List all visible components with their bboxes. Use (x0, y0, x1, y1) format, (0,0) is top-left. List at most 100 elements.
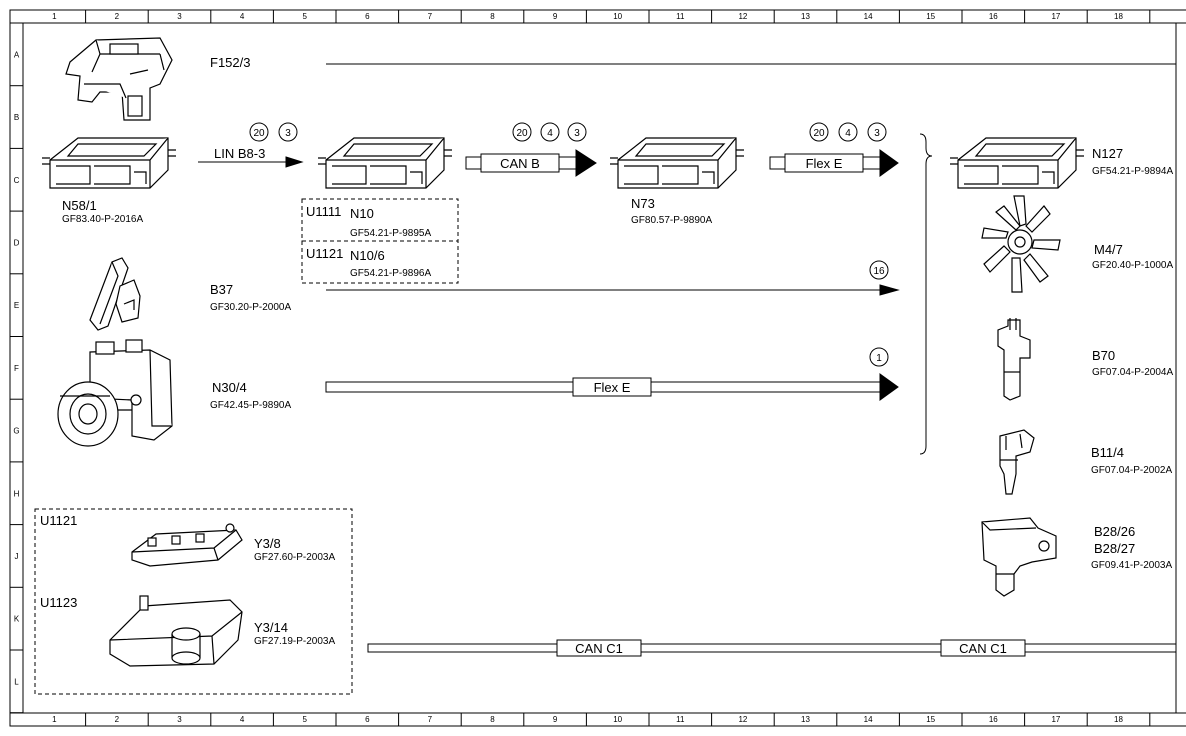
grid-column-label: 14 (864, 715, 873, 724)
label-n58-1: N58/1 (62, 198, 97, 213)
label-can-c1-b: CAN C1 (959, 641, 1007, 656)
grid-column-label: 18 (1114, 715, 1123, 724)
label-n10-6: N10/6 (350, 248, 385, 263)
grid-column-label: 5 (302, 715, 307, 724)
grid-row-label: L (14, 677, 19, 686)
ref-circle-16: 16 (873, 266, 885, 277)
label-m4-7: M4/7 (1094, 242, 1123, 257)
label-flex-e-mid: Flex E (594, 380, 631, 395)
label-can-c1-a: CAN C1 (575, 641, 623, 656)
grid-column-label: 4 (240, 715, 245, 724)
connection-lines (198, 63, 1177, 653)
grid-column-label: 14 (864, 12, 873, 21)
valve-body-y3-14-drawing (109, 595, 243, 667)
bus-label-boxes (480, 153, 1026, 657)
label-can-b: CAN B (500, 156, 540, 171)
grid-column-label: 11 (676, 12, 685, 21)
ref-circle-lin-2: 3 (285, 128, 291, 139)
ref-n73: GF80.57-P-9890A (631, 215, 712, 226)
grid-column-label: 11 (676, 715, 685, 724)
crankshaft-sensor-drawing (997, 318, 1031, 401)
valve-body-y3-8-drawing (131, 523, 243, 567)
grid-column-label: 6 (365, 715, 370, 724)
control-unit-n10-drawing (318, 137, 452, 189)
connection-arrowheads (285, 149, 900, 401)
grid-column-label: 10 (613, 715, 622, 724)
ref-circle-canb-3: 3 (574, 128, 580, 139)
label-b28-27: B28/27 (1094, 541, 1135, 556)
ref-circle-flexe-3: 3 (874, 128, 880, 139)
ref-circle-lin-1: 20 (253, 128, 265, 139)
ref-b70: GF07.04-P-2004A (1092, 367, 1173, 378)
grid-row-label: E (14, 301, 19, 310)
grid-row-label: H (14, 489, 20, 498)
grid-column-label: 9 (553, 12, 558, 21)
ref-n10: GF54.21-P-9895A (350, 228, 431, 239)
grid-column-label: 12 (738, 12, 747, 21)
grid-row-label: C (14, 176, 20, 185)
ref-b28: GF09.41-P-2003A (1091, 560, 1172, 571)
ref-n127: GF54.21-P-9894A (1092, 166, 1173, 177)
grid-column-label: 3 (177, 12, 182, 21)
grid-column-label: 13 (801, 12, 810, 21)
temperature-sensor-drawing (999, 429, 1035, 495)
ref-m4-7: GF20.40-P-1000A (1092, 260, 1173, 271)
label-b37: B37 (210, 282, 233, 297)
ref-circle-flexe-1: 20 (813, 128, 825, 139)
label-b11-4: B11/4 (1091, 445, 1124, 460)
grid-column-label: 16 (989, 12, 998, 21)
grid-column-label: 4 (240, 12, 245, 21)
grid-row-label: J (15, 552, 19, 561)
ref-y3-14: GF27.19-P-2003A (254, 636, 335, 647)
label-u1111: U1111 (306, 204, 341, 219)
label-n127: N127 (1092, 146, 1123, 161)
grid-column-label: 13 (801, 715, 810, 724)
grid-column-label: 1 (52, 12, 57, 21)
grid-column-label: 2 (115, 12, 120, 21)
label-u1121-n10-6: U1121 (306, 246, 343, 261)
label-n30-4: N30/4 (212, 380, 247, 395)
grid-row-label: G (13, 427, 19, 436)
pressure-sensor-drawing (981, 517, 1057, 597)
grid-row-label: F (14, 364, 19, 373)
label-f152-3: F152/3 (210, 55, 250, 70)
ref-circle-1: 1 (876, 353, 882, 364)
label-b28-26: B28/26 (1094, 524, 1135, 539)
grid-column-label: 5 (302, 12, 307, 21)
dashed-unit-boxes (34, 198, 459, 695)
label-u1123-group: U1123 (40, 595, 77, 610)
label-n10: N10 (350, 206, 374, 221)
grid-column-label: 18 (1114, 12, 1123, 21)
grid-column-label: 7 (428, 12, 433, 21)
ref-n10-6: GF54.21-P-9896A (350, 268, 431, 279)
grid-column-label: 10 (613, 12, 622, 21)
grid-column-label: 12 (738, 715, 747, 724)
ref-b37: GF30.20-P-2000A (210, 302, 291, 313)
label-lin-b8-3: LIN B8-3 (214, 146, 265, 161)
diagram-frame (9, 9, 1186, 727)
accelerator-pedal-sensor-drawing (89, 257, 141, 331)
grid-row-label: D (14, 238, 20, 247)
grid-column-label: 3 (177, 715, 182, 724)
grid-column-label: 15 (926, 715, 935, 724)
label-y3-8: Y3/8 (254, 536, 281, 551)
grid-column-label: 2 (115, 715, 120, 724)
abs-control-unit-drawing (57, 339, 173, 447)
fan-motor-drawing (981, 195, 1061, 293)
grid-column-label: 17 (1051, 12, 1060, 21)
reference-circles (249, 122, 889, 367)
grid-column-label: 17 (1051, 715, 1060, 724)
grid-column-label: 15 (926, 12, 935, 21)
grid-column-label: 1 (52, 715, 57, 724)
ref-circle-canb-2: 4 (547, 128, 553, 139)
control-unit-n127-drawing (950, 137, 1084, 189)
grid-row-label: B (14, 113, 19, 122)
control-unit-n58-drawing (42, 137, 176, 189)
ref-y3-8: GF27.60-P-2003A (254, 552, 335, 563)
grid-column-label: 8 (490, 715, 495, 724)
control-unit-n73-drawing (610, 137, 744, 189)
